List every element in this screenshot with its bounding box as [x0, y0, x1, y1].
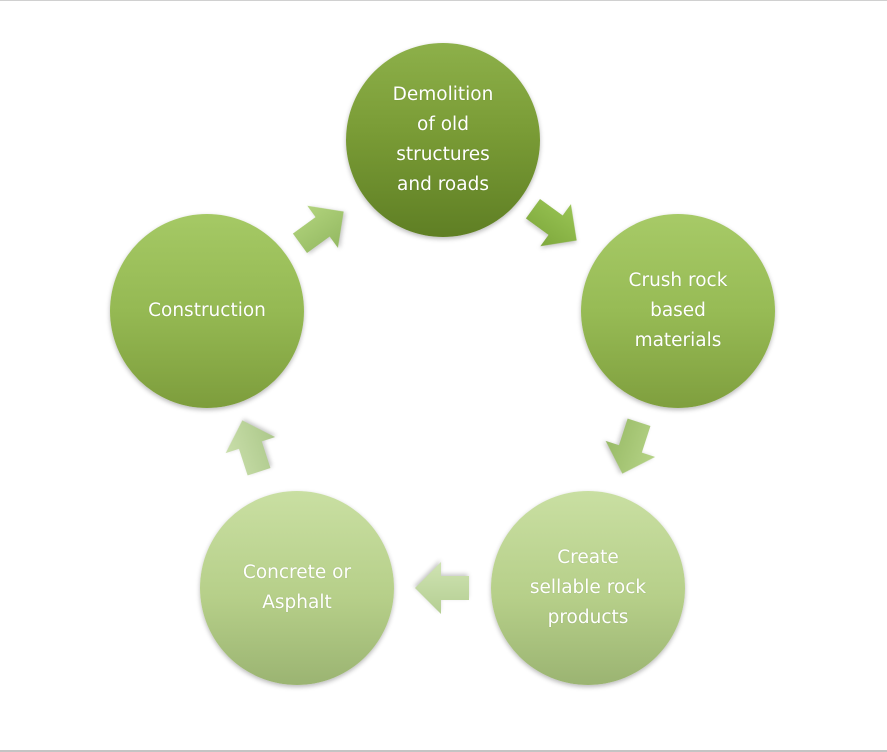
node-sellable-products: Create sellable rock products: [491, 491, 685, 685]
arrow-concrete-to-construction: [213, 409, 289, 485]
node-construction: Construction: [110, 214, 304, 408]
bottom-border: [0, 750, 887, 752]
arrow-demolition-to-crush: [512, 182, 596, 266]
node-demolition: Demolition of old structures and roads: [346, 43, 540, 237]
arrow-sellable-to-concrete: [413, 558, 473, 618]
node-construction-label: Construction: [148, 300, 266, 321]
node-crush-rock: Crush rock based materials: [581, 214, 775, 408]
arrow-construction-to-demolition: [279, 186, 363, 270]
node-concrete-asphalt: Concrete or Asphalt: [200, 491, 394, 685]
arrow-up-right-icon: [292, 205, 344, 253]
arrow-up-icon: [225, 420, 276, 476]
arrow-right-down-icon: [525, 199, 577, 247]
arrow-down-icon: [605, 418, 656, 474]
top-border: [0, 0, 887, 1]
arrow-crush-to-sellable: [593, 409, 669, 485]
node-concrete-asphalt-label: Concrete or Asphalt: [242, 562, 352, 613]
node-crush-rock-label: Crush rock based materials: [628, 270, 728, 351]
node-demolition-label: Demolition of old structures and roads: [392, 84, 494, 195]
arrow-left-icon: [415, 562, 469, 614]
node-sellable-products-label: Create sellable rock products: [529, 547, 647, 628]
